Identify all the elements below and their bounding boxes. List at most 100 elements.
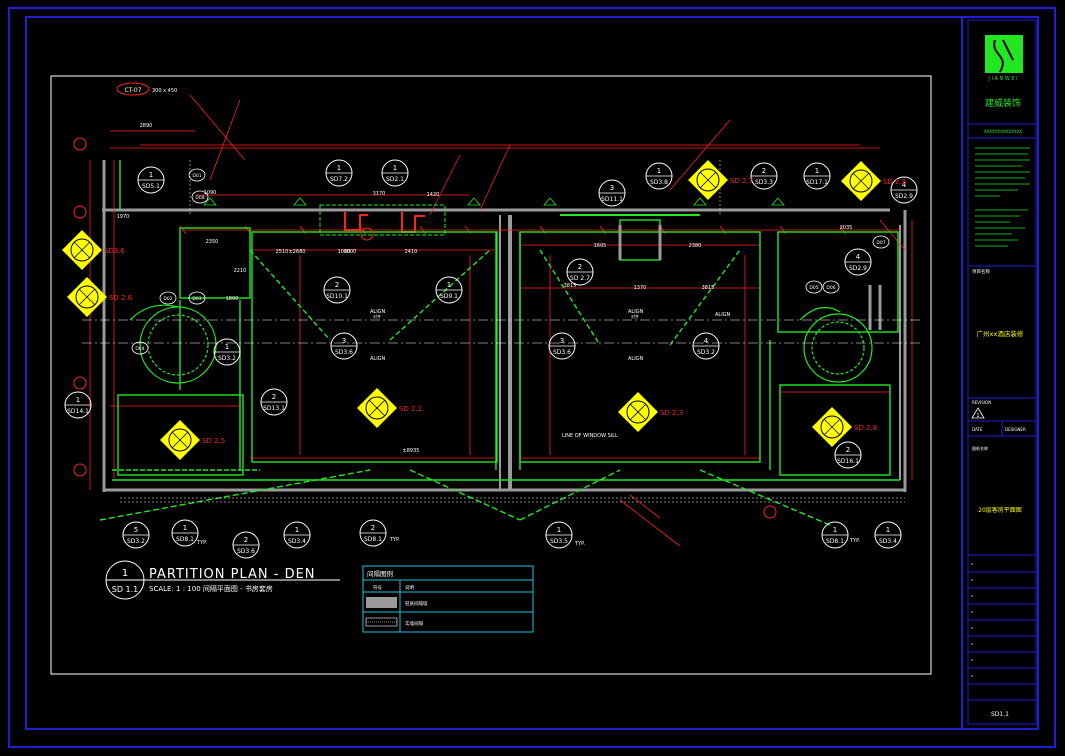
logo-text: J I A N W E I xyxy=(987,76,1017,82)
callout-ref: SD11.1 xyxy=(601,196,623,203)
dimension-text: ±8935 xyxy=(403,448,420,454)
callout-number: 1 xyxy=(225,343,229,351)
align-labels: ALIGN 对齐 ALIGN 对齐 ALIGN ALIGN ALIGN xyxy=(370,309,731,362)
grid-bubbles xyxy=(73,137,777,519)
callout-ref: SD8.1 xyxy=(176,536,194,543)
callout-ref: SD7.2 xyxy=(330,176,348,183)
door-tag: D04 xyxy=(131,341,149,355)
elevation-ref: SD3.6 xyxy=(104,247,126,255)
title-block: J I A N W E I 建威装饰 XXXXXXXXXXXXXX 项目名称 广… xyxy=(967,19,1037,725)
callout-number: 3 xyxy=(610,184,614,192)
section-callouts: 1SD5.11SD7.21SD2.13SD11.11SD3.82SD3.31SD… xyxy=(64,159,918,559)
dimension-text: 1970 xyxy=(117,214,130,220)
dimension-text: 3815 xyxy=(702,285,715,291)
dimension-text: 3170 xyxy=(373,191,386,197)
svg-text:说明: 说明 xyxy=(405,584,414,591)
elevation-marker: SD 2.7 xyxy=(688,160,753,200)
callout-number: 1 xyxy=(657,167,661,175)
svg-text:轻质间隔墙: 轻质间隔墙 xyxy=(405,600,428,607)
callout-number: 4 xyxy=(704,337,709,345)
sheet-border xyxy=(50,75,932,675)
plan-bubble-number: 1 xyxy=(122,568,128,579)
callout-ref: SD9.1 xyxy=(440,293,458,300)
svg-text:300 x 450: 300 x 450 xyxy=(152,88,177,94)
callout-number: 1 xyxy=(833,526,837,534)
plan-bubble-ref: SD 1.1 xyxy=(112,585,139,594)
svg-text:x: x xyxy=(971,578,973,582)
svg-text:D03: D03 xyxy=(192,296,201,302)
callout-number: 1 xyxy=(886,526,890,534)
drawing-title: 20层客房平面图 xyxy=(978,506,1022,514)
project-name: 广州xx酒店装修 xyxy=(977,329,1024,338)
dimension-text: 2510 xyxy=(276,249,289,255)
outer-frame xyxy=(8,7,1056,748)
svg-text:DESIGNER: DESIGNER xyxy=(1005,427,1026,432)
drawing-number: SD1.1 xyxy=(991,711,1009,718)
callout-number: 2 xyxy=(244,536,248,544)
svg-text:ALIGN: ALIGN xyxy=(628,309,644,315)
plan-title-block: 1 SD 1.1 PARTITION PLAN - DEN SCALE: 1 :… xyxy=(105,560,340,600)
svg-text:x: x xyxy=(971,674,973,678)
elevation-marker: SD 2.9 xyxy=(841,161,906,201)
callout-ref: SD3.6 xyxy=(335,349,353,356)
dimension-text: 1800 xyxy=(226,296,239,302)
door-tag: D07 xyxy=(872,235,890,249)
callout-number: 1 xyxy=(447,281,451,289)
door-tag: D01 xyxy=(188,168,206,182)
svg-text:TYP.: TYP. xyxy=(196,540,207,546)
elevation-marker: SD 2.5 xyxy=(160,420,225,460)
callout-ref: SD 2.7 xyxy=(570,275,590,282)
callout-number: 1 xyxy=(183,524,187,532)
svg-text:对齐: 对齐 xyxy=(373,313,381,319)
callout-ref: SD2.9 xyxy=(849,265,867,272)
callout-ref: SD3.6 xyxy=(553,349,571,356)
elevation-ref: SD 2.7 xyxy=(730,177,753,185)
svg-text:D06: D06 xyxy=(826,285,835,291)
callout-ref: SD14.1 xyxy=(67,408,89,415)
svg-text:TYP.: TYP. xyxy=(389,537,400,543)
curved-lobby xyxy=(129,304,873,384)
partition-legend: 间隔图例 符号 说明 轻质间隔墙 实墙间隔 xyxy=(362,565,534,633)
callout-ref: SD16.1 xyxy=(837,458,859,465)
elevation-marker: SD 2.8 xyxy=(812,407,877,447)
elevation-ref: SD 2.1 xyxy=(399,405,422,413)
callout-number: 1 xyxy=(393,164,397,172)
callout-ref: SD13.1 xyxy=(263,405,285,412)
callout-number: 1 xyxy=(76,396,80,404)
ct-tag-label: CT-07 xyxy=(124,87,141,94)
callout-ref: SD3.8 xyxy=(650,179,668,186)
svg-text:ALIGN: ALIGN xyxy=(628,356,644,362)
svg-text:ALIGN: ALIGN xyxy=(370,356,386,362)
dimension-text: 1000 xyxy=(338,249,351,255)
callout-number: 1 xyxy=(337,164,341,172)
callout-number: 2 xyxy=(335,281,339,289)
elevation-ref: SD 2.6 xyxy=(109,294,133,302)
door-tag: D08 xyxy=(191,190,209,204)
dimension-text: 1605 xyxy=(594,243,607,249)
inner-frame xyxy=(25,16,1039,730)
elevation-ref: SD 2.3 xyxy=(660,409,683,417)
callout-ref: SD10.1 xyxy=(326,293,348,300)
svg-text:x: x xyxy=(971,642,973,646)
callout-ref: SD5.1 xyxy=(142,183,160,190)
callout-ref: SD3.4 xyxy=(879,538,897,545)
callout-number: 1 xyxy=(149,171,153,179)
svg-text:x: x xyxy=(971,594,973,598)
